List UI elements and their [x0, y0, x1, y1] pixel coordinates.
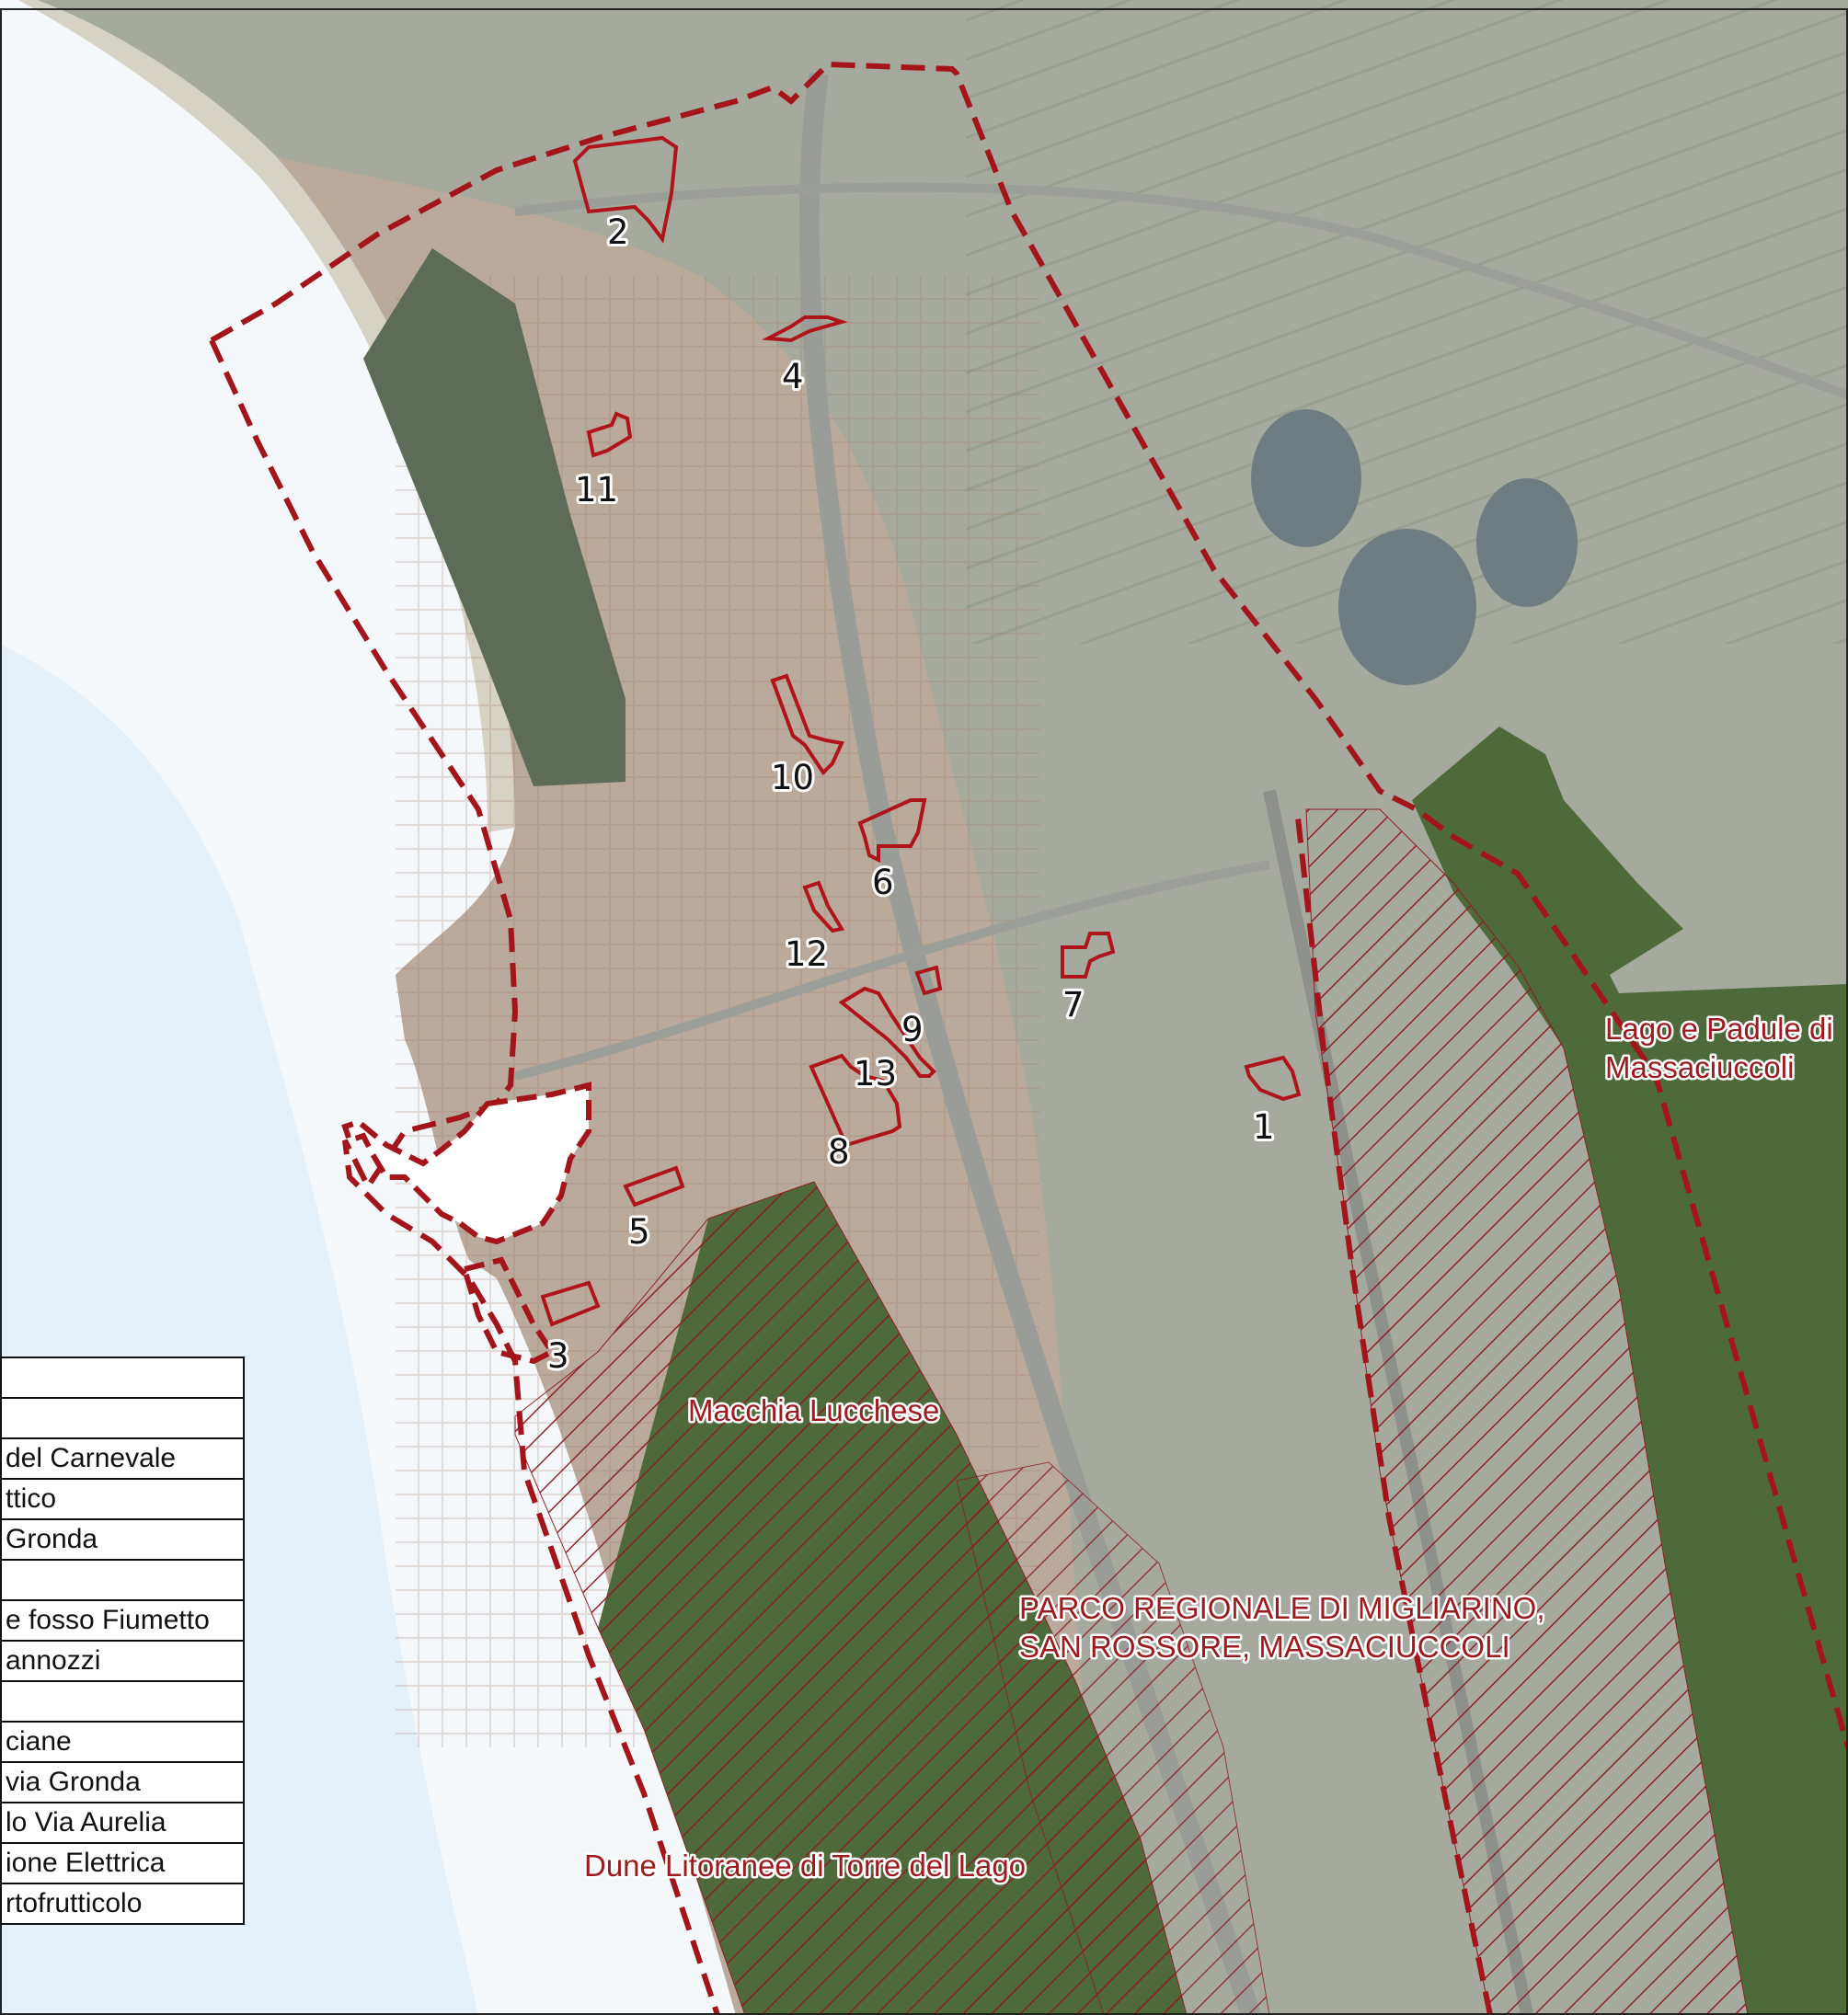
area-polygon-4[interactable]	[761, 315, 848, 343]
area-polygon-12[interactable]	[802, 880, 845, 933]
area-polygon-7[interactable]	[1061, 932, 1116, 979]
area-number-4: 4	[782, 357, 804, 396]
area-number-2: 2	[607, 212, 629, 252]
quarry-lake-east	[1476, 478, 1578, 607]
legend-row: ttico	[0, 1478, 245, 1520]
legend-row: rtofrutticolo	[0, 1883, 245, 1925]
legend-row: e fosso Fiumetto	[0, 1599, 245, 1642]
study-area-boundary[interactable]	[209, 61, 1848, 2015]
area-polygon-13[interactable]	[809, 1053, 902, 1148]
area-polygon-1[interactable]	[1244, 1055, 1302, 1102]
area-polygon-2[interactable]	[572, 135, 679, 244]
area-polygon-9[interactable]	[838, 986, 936, 1078]
label-parco-line1: PARCO REGIONALE DI MIGLIARINO,	[1019, 1591, 1545, 1625]
area-number-5: 5	[628, 1212, 650, 1252]
label-macchia-lucchese: Macchia Lucchese	[688, 1393, 939, 1427]
label-lago-line2: Massaciuccoli	[1605, 1050, 1794, 1084]
regional-park-hatch-center[interactable]	[956, 1461, 1270, 2015]
road-east	[514, 182, 1848, 400]
area-polygon-11[interactable]	[586, 411, 633, 458]
legend-cell: Gronda	[0, 1518, 245, 1561]
area-number-8: 8	[828, 1132, 850, 1172]
legend-row: ciane	[0, 1721, 245, 1763]
legend-cell: rtofrutticolo	[0, 1883, 245, 1925]
area-polygon-5[interactable]	[623, 1165, 685, 1208]
legend-cell: ione Elettrica	[0, 1842, 245, 1884]
legend-row	[0, 1397, 245, 1439]
legend-cell: via Gronda	[0, 1761, 245, 1803]
area-polygon-3[interactable]	[540, 1280, 601, 1327]
legend-row	[0, 1680, 245, 1723]
area-number-3: 3	[547, 1336, 569, 1376]
pine-forest	[363, 248, 626, 786]
legend-cell: e fosso Fiumetto	[0, 1599, 245, 1642]
label-parco-line2: SAN ROSSORE, MASSACIUCCOLI	[1019, 1630, 1510, 1664]
area-number-6: 6	[872, 863, 894, 902]
area-number-10: 10	[771, 758, 814, 797]
legend-cell	[0, 1357, 245, 1399]
legend-cell	[0, 1559, 245, 1601]
legend-row: del Carnevale	[0, 1437, 245, 1480]
legend-row: annozzi	[0, 1640, 245, 1682]
label-lago-line1: Lago e Padule di	[1605, 1012, 1833, 1046]
legend-cell	[0, 1680, 245, 1723]
legend-row: via Gronda	[0, 1761, 245, 1803]
area-number-11: 11	[575, 470, 618, 509]
area-number-9: 9	[901, 1010, 924, 1049]
port-area-boundary[interactable]	[341, 1082, 591, 1245]
port-area-south-boundary[interactable]	[461, 1256, 557, 1365]
legend-row: lo Via Aurelia	[0, 1802, 245, 1844]
quarry-lake-center	[1338, 529, 1476, 685]
area-polygon-9b[interactable]	[914, 965, 943, 996]
legend-cell: ttico	[0, 1478, 245, 1520]
road-cross	[513, 860, 1270, 1081]
legend-row: ione Elettrica	[0, 1842, 245, 1884]
area-number-7: 7	[1062, 985, 1085, 1025]
area-number-13: 13	[854, 1054, 897, 1093]
legend-row	[0, 1357, 245, 1399]
legend-row: Gronda	[0, 1518, 245, 1561]
area-number-12: 12	[785, 934, 828, 974]
legend-cell: del Carnevale	[0, 1437, 245, 1480]
legend-cell: annozzi	[0, 1640, 245, 1682]
legend-cell: ciane	[0, 1721, 245, 1763]
legend-row	[0, 1559, 245, 1601]
label-dune-litoranee: Dune Litoranee di Torre del Lago	[584, 1849, 1026, 1883]
legend-cell: lo Via Aurelia	[0, 1802, 245, 1844]
area-number-1: 1	[1253, 1107, 1275, 1147]
map-frame	[0, 8, 1848, 2015]
area-polygon-6[interactable]	[857, 798, 927, 864]
legend-table: del Carnevale ttico Gronda e fosso Fiume…	[0, 1357, 245, 1925]
area-polygon-10[interactable]	[770, 673, 844, 776]
quarry-lake-west	[1251, 409, 1361, 547]
legend-cell	[0, 1397, 245, 1439]
park-lago-massaciuccoli	[1412, 727, 1848, 2015]
